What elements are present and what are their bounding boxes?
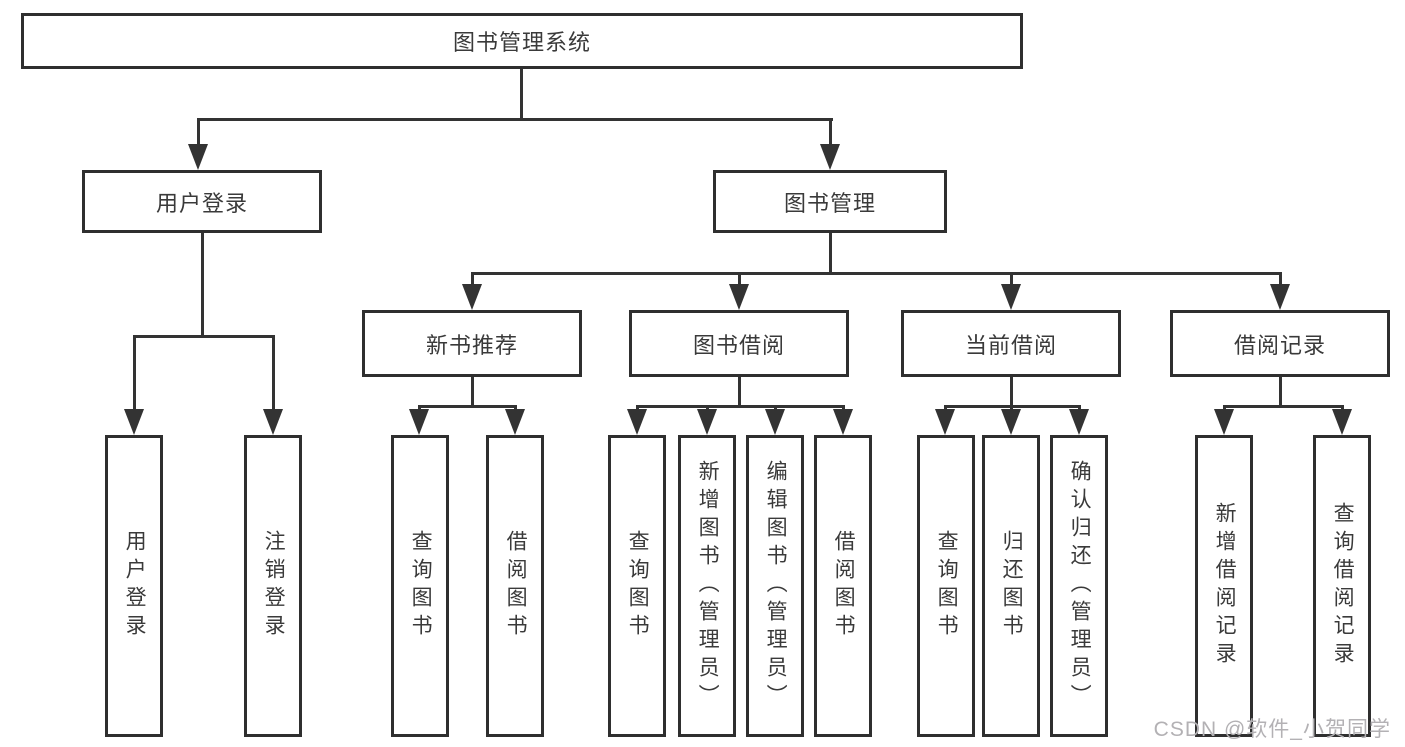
leaf-borrow-books: 借阅图书: [814, 435, 872, 737]
connector-login-stem: [197, 118, 200, 152]
arrow-to-leaf: [935, 409, 955, 435]
leaf-confirm-return-admin: 确认归还（管理员）: [1050, 435, 1108, 737]
leaf-add-books-admin: 新增图书（管理员）: [678, 435, 736, 737]
node-current-borrowing: 当前借阅: [901, 310, 1121, 377]
csdn-watermark: CSDN @软件_小贺同学: [1153, 718, 1391, 741]
arrow-to-leaf: [1069, 409, 1089, 435]
arrow-to-leaf: [765, 409, 785, 435]
connector-leaf-stem: [272, 335, 275, 413]
node-label: 新书推荐: [425, 332, 518, 358]
connector-l3-stem: [1010, 272, 1013, 288]
leaf-return-books: 归还图书: [982, 435, 1040, 737]
leaf-label: 用户登录: [123, 530, 147, 642]
node-label: 用户登录: [155, 190, 248, 216]
connector-mgmt-down: [829, 233, 832, 272]
node-label: 图书管理: [783, 190, 876, 216]
leaf-edit-books-admin: 编辑图书（管理员）: [746, 435, 804, 737]
leaf-logout: 注销登录: [244, 435, 302, 737]
leaf-query-borrow-record: 查询借阅记录: [1313, 435, 1371, 737]
arrow-to-book-borrow: [729, 284, 749, 310]
arrow-to-new-book-rec: [462, 284, 482, 310]
node-user-login-group: 用户登录: [82, 170, 322, 233]
leaf-query-books: 查询图书: [608, 435, 666, 737]
node-label: 图书管理系统: [452, 30, 591, 55]
node-book-borrowing: 图书借阅: [629, 310, 849, 377]
arrow-to-leaf: [409, 409, 429, 435]
arrow-to-borrow-records: [1270, 284, 1290, 310]
leaf-label: 借阅图书: [832, 530, 856, 642]
leaf-borrow-books: 借阅图书: [486, 435, 544, 737]
node-label: 当前借阅: [964, 332, 1057, 358]
arrow-to-leaf: [1332, 409, 1352, 435]
node-label: 图书借阅: [692, 332, 785, 358]
arrow-to-leaf: [1001, 409, 1021, 435]
arrow-to-user-login: [188, 144, 208, 170]
arrow-to-leaf: [697, 409, 717, 435]
connector-mgmt-bar: [472, 272, 1282, 275]
connector-borrow-bar: [637, 405, 845, 408]
node-borrowing-records: 借阅记录: [1170, 310, 1390, 377]
connector-leaf-stem: [133, 335, 136, 413]
connector-records-bar: [1224, 405, 1343, 408]
leaf-label: 查询图书: [935, 530, 959, 642]
connector-login-down: [201, 233, 204, 335]
arrow-to-leaf: [833, 409, 853, 435]
arrow-to-current-borrow: [1001, 284, 1021, 310]
arrow-to-book-mgmt: [820, 144, 840, 170]
arrow-to-leaf: [627, 409, 647, 435]
connector-l3-stem: [471, 272, 474, 288]
leaf-label: 新增图书（管理员）: [696, 460, 720, 712]
node-new-book-recommend: 新书推荐: [362, 310, 582, 377]
node-library-system: 图书管理系统: [21, 13, 1023, 69]
connector-records-down: [1279, 377, 1282, 405]
leaf-label: 编辑图书（管理员）: [764, 460, 788, 712]
connector-rec-down: [471, 377, 474, 405]
leaf-user-login: 用户登录: [105, 435, 163, 737]
leaf-label: 归还图书: [1000, 530, 1024, 642]
leaf-add-borrow-record: 新增借阅记录: [1195, 435, 1253, 737]
leaf-label: 查询图书: [409, 530, 433, 642]
connector-current-down: [1010, 377, 1013, 405]
node-label: 借阅记录: [1233, 332, 1326, 358]
connector-root-stem: [520, 69, 523, 118]
connector-current-bar: [945, 405, 1081, 408]
arrow-to-leaf: [1214, 409, 1234, 435]
node-book-management: 图书管理: [713, 170, 947, 233]
leaf-query-books: 查询图书: [391, 435, 449, 737]
connector-login-bar: [134, 335, 274, 338]
connector-mgmt-stem: [829, 118, 832, 152]
leaf-label: 查询借阅记录: [1331, 502, 1355, 670]
leaf-query-books: 查询图书: [917, 435, 975, 737]
connector-borrow-down: [738, 377, 741, 405]
leaf-label: 查询图书: [626, 530, 650, 642]
leaf-label: 注销登录: [262, 530, 286, 642]
arrow-to-leaf-logout: [263, 409, 283, 435]
arrow-to-leaf-user-login: [124, 409, 144, 435]
arrow-to-leaf: [505, 409, 525, 435]
leaf-label: 借阅图书: [504, 530, 528, 642]
leaf-label: 新增借阅记录: [1213, 502, 1237, 670]
connector-l3-stem: [1279, 272, 1282, 288]
connector-root-bar: [198, 118, 833, 121]
leaf-label: 确认归还（管理员）: [1068, 460, 1092, 712]
connector-l3-stem: [738, 272, 741, 288]
connector-rec-bar: [419, 405, 517, 408]
